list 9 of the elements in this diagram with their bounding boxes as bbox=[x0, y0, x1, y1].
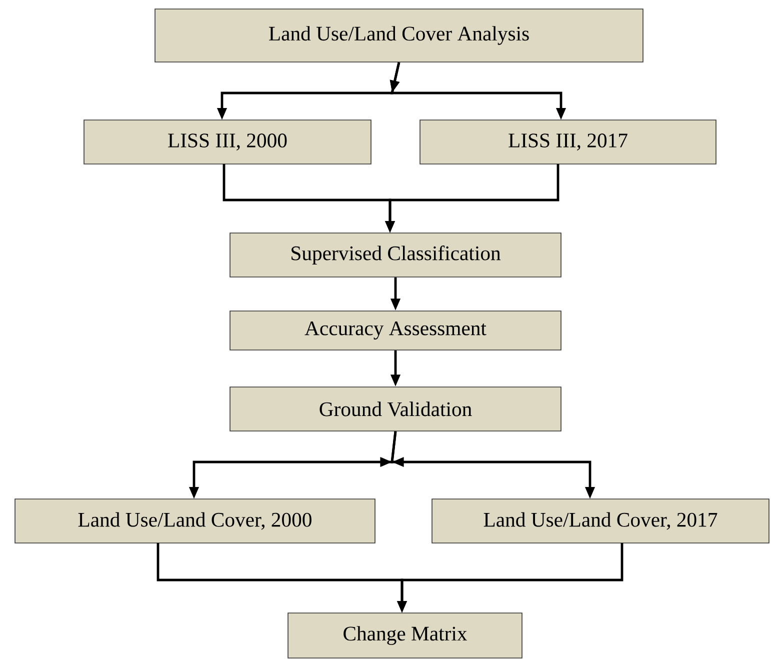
process-box: Land Use/Land Cover, 2017 bbox=[432, 498, 770, 544]
process-box: LISS III, 2000 bbox=[84, 120, 372, 164]
process-box: Land Use/Land Cover, 2000 bbox=[14, 498, 376, 544]
process-box: Supervised Classification bbox=[230, 232, 562, 278]
process-box: Ground Validation bbox=[230, 386, 562, 432]
process-box: Accuracy Assessment bbox=[230, 310, 562, 350]
process-box: LISS III, 2017 bbox=[420, 120, 716, 164]
process-box: Change Matrix bbox=[288, 612, 522, 658]
process-box: Land Use/Land Cover Analysis bbox=[154, 8, 644, 62]
